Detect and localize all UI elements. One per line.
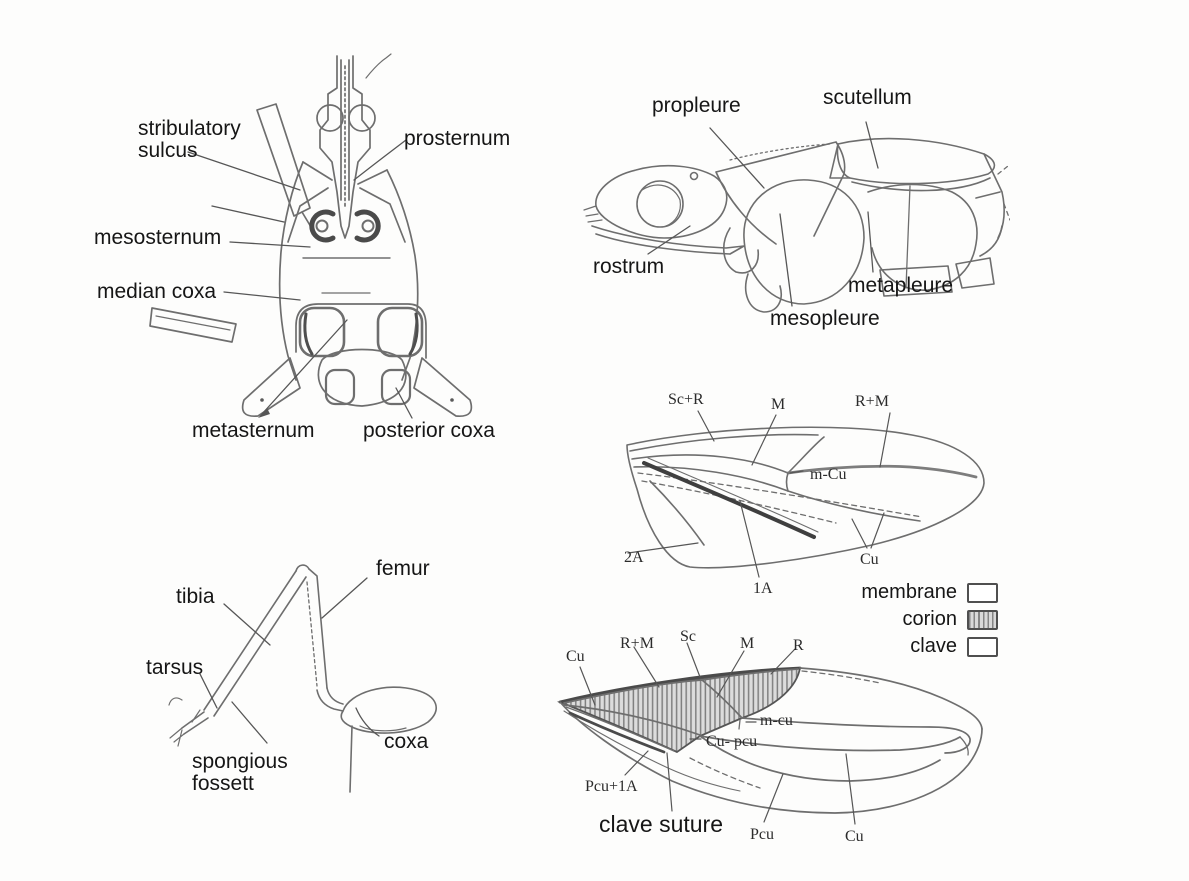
legend-label-corion: corion: [902, 608, 957, 630]
hindwing-drawing: [590, 385, 1010, 600]
legend-row-clave: clave: [818, 633, 998, 660]
thorax-lateral-drawing: [580, 80, 1010, 340]
label-forewing-cu-pcu: Cu- pcu: [706, 733, 758, 750]
legend-row-membrane: membrane: [818, 579, 998, 606]
label-femur: femur: [376, 557, 430, 580]
label-stribulatory-sulcus: stribulatory sulcus: [138, 117, 241, 162]
label-coxa: coxa: [384, 730, 429, 753]
clave-swatch: [967, 636, 998, 657]
label-forewing-r-plus-m: R+M: [620, 635, 654, 652]
membrane-swatch: [967, 582, 998, 603]
label-metapleure: metapleure: [848, 274, 954, 297]
label-hindwing-m-cu: m-Cu: [810, 466, 847, 483]
legend-label-membrane: membrane: [861, 581, 957, 603]
legend-label-clave: clave: [910, 635, 957, 657]
label-hindwing-r-plus-m: R+M: [855, 393, 889, 410]
label-prosternum: prosternum: [404, 127, 511, 150]
label-pcu-plus-1a: Pcu+1A: [585, 778, 638, 795]
corion-swatch: [967, 609, 998, 630]
wing-region-legend: membrane corion clave: [818, 579, 998, 660]
label-hindwing-m: M: [771, 396, 786, 413]
label-hindwing-cu: Cu: [860, 551, 879, 568]
label-sc-plus-r: Sc+R: [668, 391, 704, 408]
label-mesopleure: mesopleure: [770, 307, 880, 330]
label-pcu: Pcu: [750, 826, 774, 843]
thorax-ventral-drawing: [60, 20, 530, 470]
label-forewing-sc: Sc: [680, 628, 696, 645]
label-forewing-m-cu: m-cu: [760, 712, 793, 729]
label-1a: 1A: [753, 580, 773, 597]
metasternum-arrowhead: [258, 408, 270, 418]
label-scutellum: scutellum: [823, 86, 912, 109]
label-forewing-cu-base: Cu: [566, 648, 585, 665]
label-2a: 2A: [624, 549, 644, 566]
label-rostrum: rostrum: [593, 255, 665, 278]
label-spongious-fossett: spongious fossett: [192, 750, 288, 795]
label-forewing-cu-membrane: Cu: [845, 828, 864, 845]
label-clave-suture: clave suture: [599, 811, 724, 837]
label-mesosternum: mesosternum: [94, 226, 222, 249]
label-posterior-coxa: posterior coxa: [363, 419, 495, 442]
leg-drawing: [120, 540, 500, 810]
forewing-drawing: [550, 625, 990, 860]
label-tibia: tibia: [176, 585, 215, 608]
label-forewing-m: M: [740, 635, 755, 652]
label-metasternum: metasternum: [192, 419, 315, 442]
legend-row-corion: corion: [818, 606, 998, 633]
label-propleure: propleure: [652, 94, 741, 117]
label-forewing-r: R: [793, 637, 804, 654]
label-tarsus: tarsus: [146, 656, 204, 679]
label-median-coxa: median coxa: [97, 280, 217, 303]
